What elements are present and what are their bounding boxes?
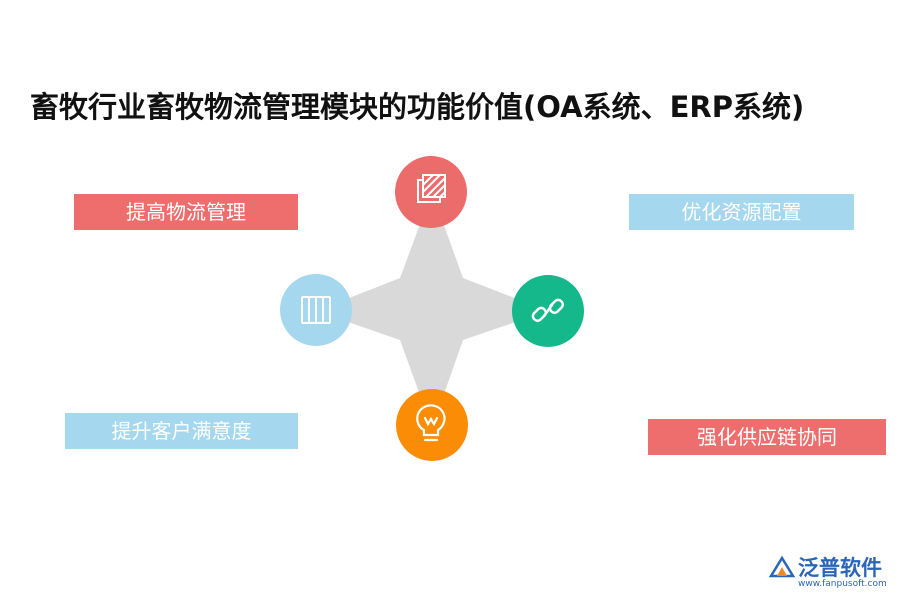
label-improve-logistics: 提高物流管理 bbox=[74, 194, 298, 230]
lightbulb-icon bbox=[416, 404, 446, 442]
brand-logo: 泛普软件 www.fanpusoft.com bbox=[768, 552, 893, 592]
label-supply-chain: 强化供应链协同 bbox=[648, 419, 886, 455]
page-title: 畜牧行业畜牧物流管理模块的功能价值(OA系统、ERP系统) bbox=[30, 90, 805, 124]
logo-name: 泛普软件 bbox=[798, 556, 882, 580]
hatched-square-icon bbox=[417, 174, 446, 203]
book-columns-icon bbox=[301, 296, 331, 324]
node-left bbox=[280, 274, 352, 346]
logo-mark-icon bbox=[768, 555, 796, 578]
label-optimize-resources: 优化资源配置 bbox=[629, 194, 854, 230]
central-star-shape bbox=[316, 192, 548, 428]
node-bottom bbox=[396, 389, 468, 461]
label-customer-satisfaction: 提升客户满意度 bbox=[65, 413, 298, 449]
node-right bbox=[512, 275, 584, 347]
chain-link-icon bbox=[531, 298, 565, 323]
logo-url: www.fanpusoft.com bbox=[798, 579, 887, 589]
node-top bbox=[395, 156, 467, 228]
